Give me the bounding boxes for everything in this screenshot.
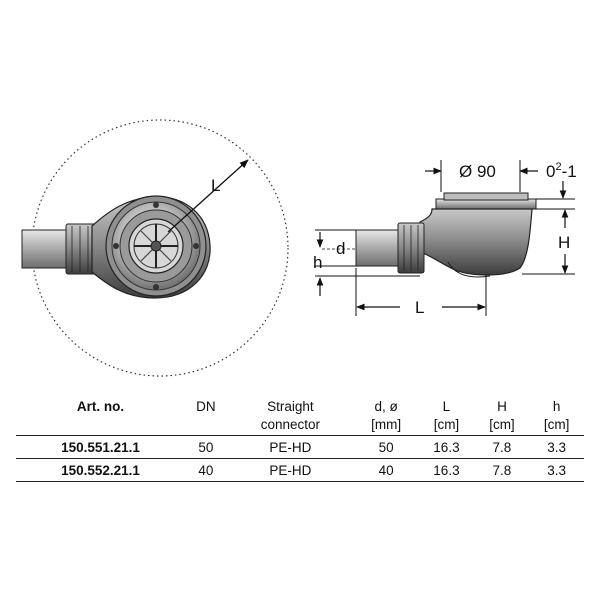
- header-h-lower: h[cm]: [543, 399, 570, 432]
- side-view: Ø 90 02-1 H d h L: [313, 160, 577, 317]
- cell-l: 16.3: [433, 462, 460, 478]
- side-view-outlet-pipe: [355, 222, 425, 274]
- height-label: H: [558, 233, 570, 252]
- cell-connector: PE-HD: [269, 462, 312, 478]
- diameter-label: Ø 90: [459, 162, 496, 181]
- header-d: d, ø[mm]: [371, 399, 402, 432]
- side-view-length-label: L: [415, 298, 424, 317]
- header-dn: DN: [196, 399, 216, 414]
- cell-h-lower: 3.3: [547, 462, 567, 478]
- header-h-upper: H[cm]: [489, 399, 515, 432]
- table-row: 150.552.21.1 40 PE-HD 40 16.3 7.8 3.3: [16, 459, 584, 482]
- cell-h-upper: 7.8: [492, 439, 512, 455]
- connector-diameter-label: d: [336, 239, 345, 258]
- cell-art-no: 150.552.21.1: [61, 462, 140, 478]
- top-view: L: [21, 119, 289, 377]
- top-view-length-dimension-line: [167, 159, 249, 233]
- header-art-no: Art. no.: [76, 399, 125, 414]
- side-view-trap-body: [419, 208, 533, 276]
- technical-drawing: L Ø 90 02-1 H: [21, 119, 577, 377]
- top-view-length-label: L: [211, 176, 220, 195]
- cell-dn: 50: [198, 439, 214, 455]
- cell-h-upper: 7.8: [492, 462, 512, 478]
- cell-l: 16.3: [433, 439, 460, 455]
- cell-dn: 40: [198, 462, 214, 478]
- header-l: L[cm]: [433, 399, 460, 432]
- table-row: 150.551.21.1 50 PE-HD 50 16.3 7.8 3.3: [16, 436, 584, 459]
- cell-d: 40: [378, 462, 394, 478]
- top-view-outlet-pipe: [21, 223, 97, 275]
- adjustment-range-label: 02-1: [546, 161, 577, 181]
- connector-height-label: h: [313, 253, 322, 272]
- drain-grate: [128, 218, 184, 274]
- cell-d: 50: [378, 439, 394, 455]
- cell-h-lower: 3.3: [547, 439, 567, 455]
- cell-connector: PE-HD: [269, 439, 312, 455]
- cell-art-no: 150.551.21.1: [61, 439, 140, 455]
